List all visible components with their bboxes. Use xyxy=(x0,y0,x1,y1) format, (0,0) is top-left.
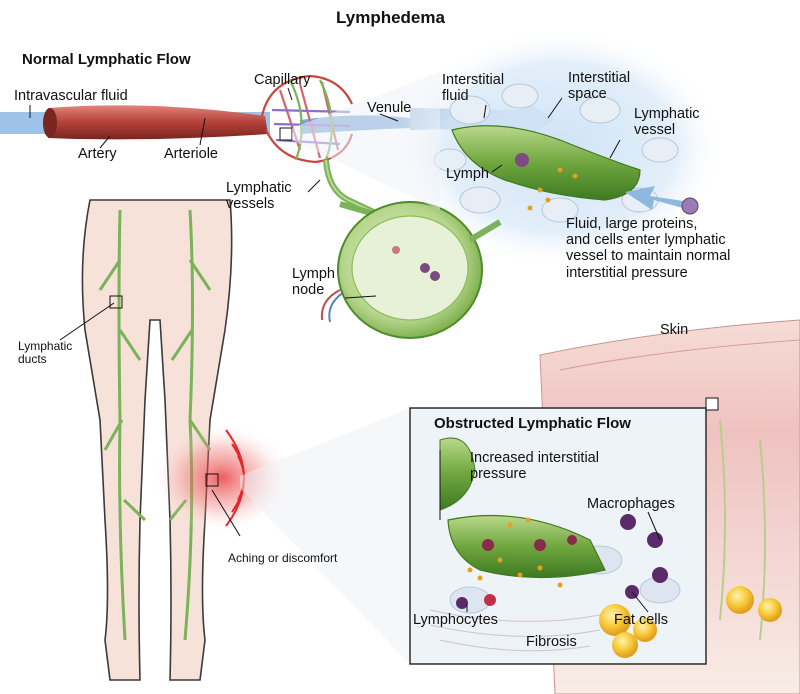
label-lymphatic-vessel: Lymphatic vessel xyxy=(634,106,700,138)
label-venule: Venule xyxy=(367,100,412,116)
label-intravascular-fluid: Intravascular fluid xyxy=(14,88,128,104)
caption-line1: Fluid, large proteins, xyxy=(566,216,698,232)
label-interstitial-fluid-line2: fluid xyxy=(442,88,469,105)
label-lymphocytes: Lymphocytes xyxy=(413,612,498,628)
label-aching: Aching or discomfort xyxy=(228,551,338,565)
label-lymph-node-line2: node xyxy=(292,282,325,299)
label-artery: Artery xyxy=(78,146,117,162)
label-lymphatic-vessels: Lymphatic vessels xyxy=(226,180,292,212)
caption-line2: and cells enter lymphatic xyxy=(566,232,726,249)
normal-flow-heading: Normal Lymphatic Flow xyxy=(22,51,191,68)
label-lymphatic-ducts-line2: ducts xyxy=(18,352,47,367)
entry-arrow xyxy=(625,186,690,210)
interstitial-cells xyxy=(433,83,679,223)
leg-marker-upper xyxy=(109,295,123,309)
label-fibrosis: Fibrosis xyxy=(526,634,577,650)
label-arteriole: Arteriole xyxy=(164,146,218,162)
label-lymphatic-ducts: Lymphatic ducts xyxy=(18,339,73,367)
label-interstitial-space-line2: space xyxy=(568,86,607,103)
zoom-cone-bottom xyxy=(240,408,410,664)
obstructed-panel xyxy=(409,407,707,665)
label-lymphatic-vessel-line1: Lymphatic xyxy=(634,106,700,122)
label-fat-cells: Fat cells xyxy=(614,612,668,628)
zoom-cone-top xyxy=(292,72,440,210)
legs-figure xyxy=(81,199,292,681)
label-interstitial-fluid: Interstitial fluid xyxy=(442,72,504,104)
label-lymphatic-ducts-line1: Lymphatic xyxy=(18,339,73,353)
label-lymphatic-vessels-line2: vessels xyxy=(226,196,275,213)
caption-line4: interstitial pressure xyxy=(566,264,688,281)
label-lymph-node-line1: Lymph xyxy=(292,266,335,282)
label-lymph: Lymph xyxy=(446,166,489,182)
label-lymph-node: Lymph node xyxy=(292,266,335,298)
label-interstitial-fluid-line1: Interstitial xyxy=(442,72,505,88)
label-interstitial-space: Interstitial space xyxy=(568,70,630,102)
lymphatic-vessel-normal xyxy=(451,125,641,211)
label-increased-pressure: Increased interstitial pressure xyxy=(470,450,599,482)
label-lymphatic-vessel-line2: vessel xyxy=(634,122,676,139)
lymph-node xyxy=(320,201,502,339)
artery-shape xyxy=(48,105,268,140)
label-increased-pressure-line2: pressure xyxy=(470,466,527,483)
artery-lumen xyxy=(43,108,57,138)
leg-marker-lower xyxy=(205,473,219,487)
label-macrophages: Macrophages xyxy=(587,496,675,512)
label-lymphatic-vessels-line1: Lymphatic xyxy=(226,180,292,196)
diagram-title: Lymphedema xyxy=(336,8,445,27)
label-increased-pressure-line1: Increased interstitial xyxy=(470,450,599,466)
caption-line3: vessel to maintain normal xyxy=(566,248,731,265)
label-interstitial-space-line1: Interstitial xyxy=(568,70,631,86)
normal-flow-caption: Fluid, large proteins, and cells enter l… xyxy=(566,216,730,281)
obstructed-flow-heading: Obstructed Lymphatic Flow xyxy=(434,415,631,432)
protein-cell xyxy=(681,197,699,215)
label-capillary: Capillary xyxy=(254,72,311,88)
leader-lines xyxy=(29,87,661,613)
label-skin: Skin xyxy=(660,322,689,338)
